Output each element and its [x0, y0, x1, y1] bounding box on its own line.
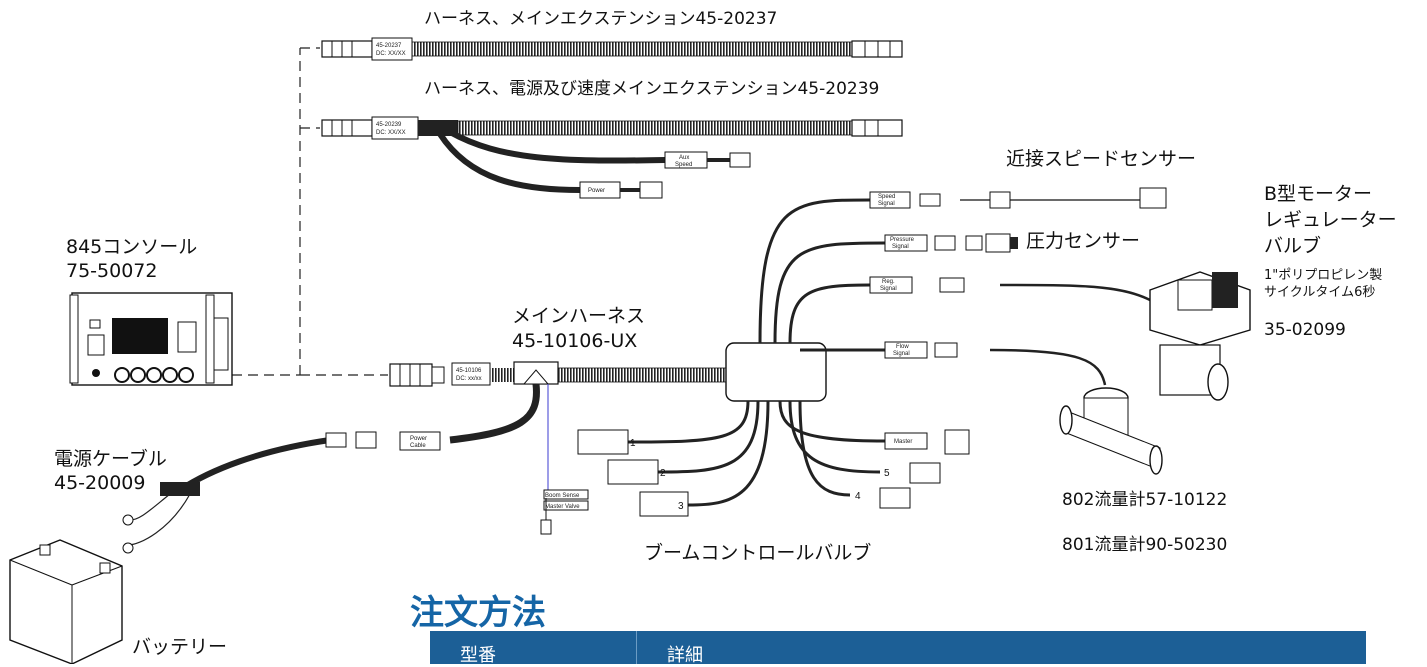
section-4-label: 4 — [855, 491, 861, 502]
ext1-dc-tag: DC: XX/XX — [376, 51, 406, 57]
power-tag: Power — [588, 188, 605, 194]
aux-speed-tag-1: Aux — [679, 155, 689, 161]
speed-signal-tag-1: Speed — [878, 194, 895, 200]
column-header-detail: 詳細 — [667, 645, 703, 666]
speed-signal-tag-2: Signal — [878, 201, 895, 207]
power-cable-tag-2: Cable — [410, 443, 426, 449]
battery — [9, 539, 123, 664]
flow-signal-tag-1: Flow — [896, 344, 909, 350]
power-speed-extension-harness — [321, 116, 903, 199]
regulator-valve-part-number: 35-02099 — [1264, 320, 1346, 340]
pressure-sensor-label: 圧力センサー — [1026, 230, 1141, 252]
main-harness-name: メインハーネス — [512, 305, 646, 327]
section-2-label: 2 — [660, 468, 666, 479]
main-extension-harness — [321, 37, 903, 61]
console-845 — [69, 292, 233, 386]
main-harness-dc-tag: DC: xx/xx — [456, 376, 482, 382]
master-tag: Master — [894, 439, 912, 445]
column-header-model: 型番 — [430, 631, 637, 666]
reg-signal-tag-2: Signal — [880, 286, 897, 292]
ext2-pn-tag: 45-20239 — [376, 122, 402, 128]
regulator-valve-line-3: バルブ — [1264, 235, 1322, 257]
aux-speed-tag-2: Speed — [675, 162, 692, 168]
flow-signal-tag-2: Signal — [893, 351, 910, 357]
master-valve-tag: Master Valve — [545, 504, 580, 510]
regulator-valve — [1149, 271, 1251, 401]
sensor-connectors — [577, 187, 1167, 517]
flowmeter-801-label: 801流量計90-50230 — [1062, 535, 1228, 555]
main-harness-pn-tag: 45-10106 — [456, 368, 482, 374]
pressure-signal-tag-2: Signal — [892, 244, 909, 250]
regulator-valve-spec-2: サイクルタイム6秒 — [1264, 285, 1376, 300]
boom-sense-tag: Boom Sense — [545, 493, 580, 499]
order-table-header: 型番 詳細 — [430, 631, 1366, 666]
power-speed-extension-title: ハーネス、電源及び速度メインエクステンション45-20239 — [424, 79, 880, 99]
regulator-valve-spec-1: 1"ポリプロピレン製 — [1264, 268, 1383, 283]
regulator-valve-line-2: レギュレーター — [1264, 209, 1397, 231]
signal-lines — [627, 198, 886, 507]
main-extension-title: ハーネス、メインエクステンション45-20237 — [424, 9, 778, 29]
section-3-label: 3 — [678, 501, 684, 512]
console-name: 845コンソール — [66, 236, 198, 258]
main-harness-part-number: 45-10106-UX — [512, 330, 638, 352]
pressure-signal-tag-1: Pressure — [890, 237, 915, 243]
power-cable-part-number: 45-20009 — [54, 472, 146, 494]
order-heading: 注文方法 — [410, 593, 546, 633]
boom-control-valves-label: ブームコントロールバルブ — [644, 542, 872, 564]
power-cable-name: 電源ケーブル — [54, 448, 167, 470]
flowmeter-802-label: 802流量計57-10122 — [1062, 490, 1228, 510]
proximity-speed-sensor-label: 近接スピードセンサー — [1006, 148, 1197, 170]
main-harness — [389, 342, 827, 535]
regulator-valve-line-1: B型モーター — [1264, 183, 1373, 205]
battery-label: バッテリー — [132, 636, 228, 658]
flowmeter — [1059, 387, 1163, 475]
dashed-connection-lines — [232, 47, 388, 376]
section-5-label: 5 — [884, 468, 890, 479]
ext1-pn-tag: 45-20237 — [376, 43, 402, 49]
power-cable-tag-1: Power — [410, 436, 427, 442]
reg-signal-tag-1: Reg. — [882, 279, 895, 285]
ext2-dc-tag: DC: XX/XX — [376, 130, 406, 136]
power-cable — [122, 431, 377, 554]
console-part-number: 75-50072 — [66, 260, 158, 282]
section-1-label: 1 — [630, 438, 636, 449]
